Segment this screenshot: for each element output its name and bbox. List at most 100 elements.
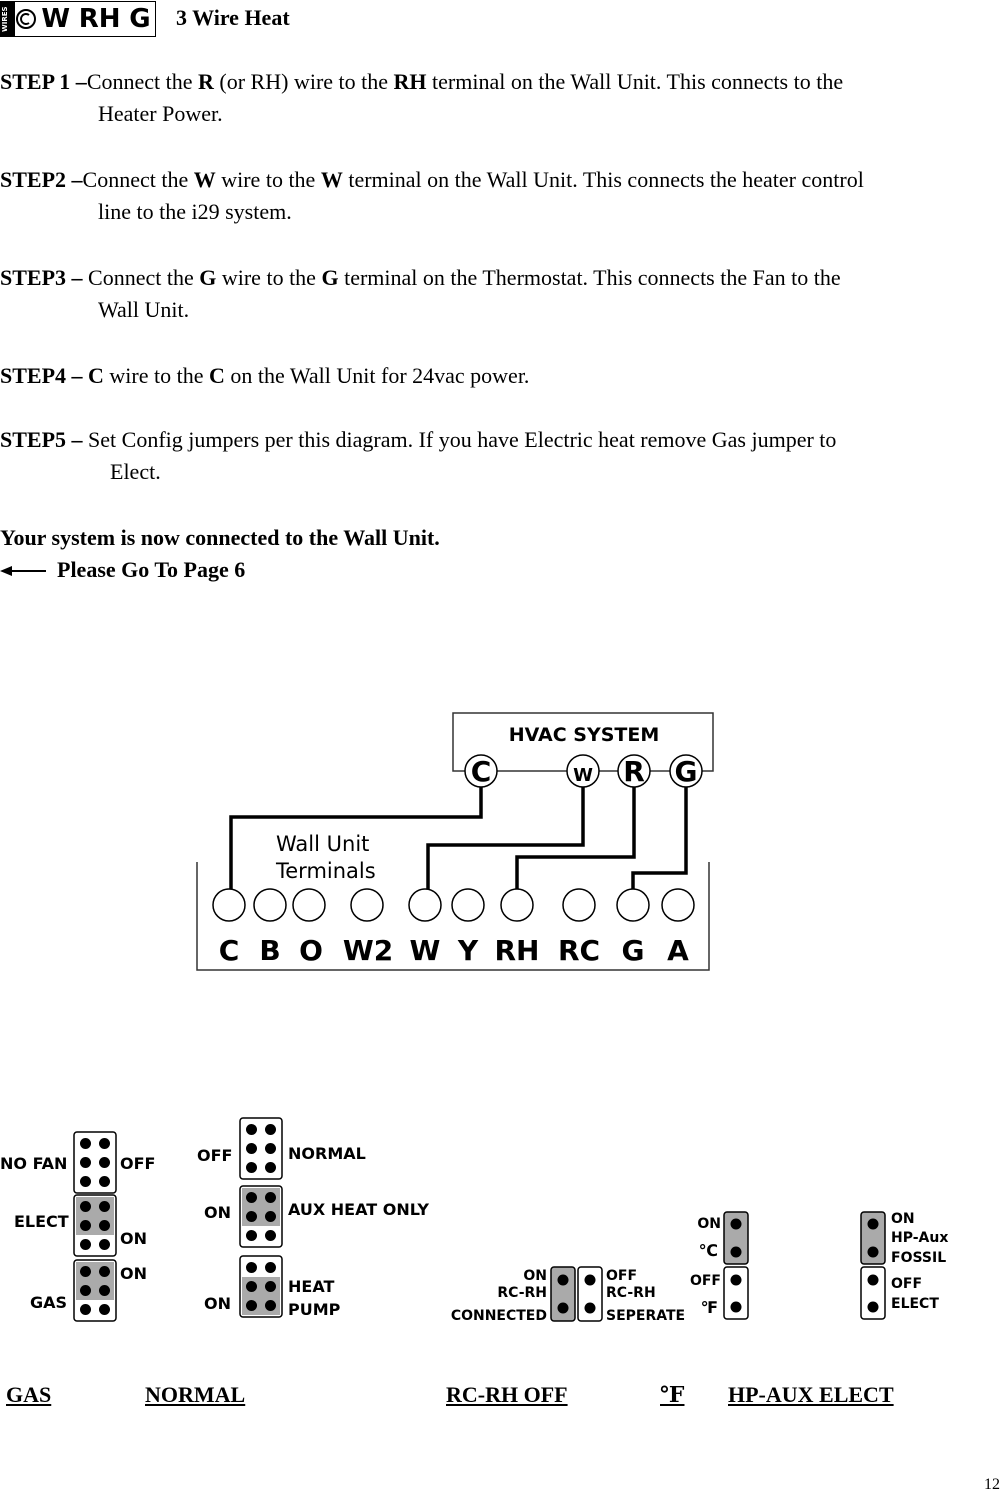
- step-text: on the Wall Unit for 24vac power.: [224, 363, 530, 388]
- jumper-pin: [246, 1211, 257, 1222]
- hvac-terminal-label: R: [623, 755, 645, 788]
- step-continuation: Heater Power.: [98, 101, 223, 126]
- page-number: 12: [984, 1476, 1000, 1493]
- jumper-label: OFF: [120, 1154, 155, 1173]
- step-label: STEP5 –: [0, 427, 83, 452]
- jumper-label: OFF: [197, 1146, 232, 1165]
- jumper-label: NO FAN: [0, 1154, 67, 1173]
- step-text: (or RH) wire to the: [213, 69, 394, 94]
- step-1: STEP 1 –Connect the R (or RH) wire to th…: [0, 66, 1004, 130]
- step-text: C: [209, 363, 225, 388]
- wall-terminal-label: Y: [457, 934, 479, 967]
- step-text: wire to the: [215, 167, 321, 192]
- wire-c: [229, 787, 483, 889]
- jumper-label: HEAT: [288, 1277, 334, 1296]
- jumper-pin: [557, 1302, 569, 1314]
- jumper-pin: [730, 1274, 742, 1286]
- jumper-label: ON: [523, 1268, 547, 1284]
- wall-terminal-circle: [212, 888, 246, 922]
- jumper-pin: [80, 1285, 91, 1296]
- wall-terminal-circle: [292, 888, 326, 922]
- jumper-pin: [246, 1162, 257, 1173]
- hvac-title: HVAC SYSTEM: [509, 724, 660, 746]
- jumper-pin: [80, 1304, 91, 1315]
- jumper-pin: [246, 1143, 257, 1154]
- jumper-pin: [246, 1192, 257, 1203]
- logo-letter-g: G: [129, 4, 151, 34]
- jumper-pin: [80, 1239, 91, 1250]
- step-text: terminal on the Wall Unit. This connects…: [342, 167, 864, 192]
- jumper-label: GAS: [30, 1293, 67, 1312]
- step-label: STEP4 –: [0, 363, 83, 388]
- goto-page-link[interactable]: Please Go To Page 6: [57, 557, 246, 582]
- jumper-pin: [80, 1220, 91, 1231]
- jumper-pin: [265, 1300, 276, 1311]
- wall-terminal-circle: [451, 888, 485, 922]
- jumper-label: OFF: [690, 1273, 721, 1289]
- step-text: wire to the: [216, 265, 322, 290]
- setting-gas: GAS: [6, 1382, 52, 1407]
- step-text: W: [193, 167, 216, 192]
- step-continuation: Elect.: [110, 459, 161, 484]
- wall-terminal-circle: [500, 888, 534, 922]
- setting-fahrenheit: ℉: [660, 1382, 685, 1407]
- wall-terminal-label: RC: [558, 934, 600, 967]
- hvac-terminal-label: C: [471, 755, 492, 788]
- wall-terminal-circle: [350, 888, 384, 922]
- wire-r: [515, 787, 636, 889]
- logo-letter-rh: RH: [78, 4, 121, 34]
- back-arrow-icon: [0, 564, 46, 578]
- jumper-cap: [723, 1211, 749, 1265]
- jumper-label: PUMP: [288, 1300, 341, 1319]
- jumper-label: RC-RH: [606, 1285, 656, 1301]
- jumper-pin: [99, 1138, 110, 1149]
- jumper-pin: [246, 1300, 257, 1311]
- setting-normal: NORMAL: [145, 1382, 246, 1407]
- wall-terminal-circle: [661, 888, 695, 922]
- step-text: RH: [393, 69, 427, 94]
- jumper-pin: [557, 1274, 569, 1286]
- jumper-pin: [246, 1124, 257, 1135]
- jumper-pin: [99, 1239, 110, 1250]
- jumper-label: ON: [120, 1264, 147, 1283]
- wall-unit-box: [196, 862, 710, 971]
- jumper-pin: [246, 1230, 257, 1241]
- step-text: Connect the: [82, 167, 194, 192]
- jumper-pin: [246, 1281, 257, 1292]
- jumper-pin: [730, 1301, 742, 1313]
- jumper-label: ℉: [701, 1298, 718, 1317]
- jumper-label: ELECT: [14, 1212, 69, 1231]
- jumper-pin: [584, 1274, 596, 1286]
- jumper-pin: [99, 1157, 110, 1168]
- jumper-pin: [867, 1246, 879, 1258]
- wall-terminal-label: O: [299, 934, 323, 967]
- step-5: STEP5 – Set Config jumpers per this diag…: [0, 424, 1004, 488]
- wall-terminal-label: W: [410, 934, 441, 967]
- wall-terminal-circle: [616, 888, 650, 922]
- wall-terminal-label: A: [667, 934, 689, 967]
- step-continuation: Wall Unit.: [98, 297, 190, 322]
- step-3: STEP3 – Connect the G wire to the G term…: [0, 262, 1004, 326]
- jumper-pin: [80, 1138, 91, 1149]
- jumper-label: ON: [120, 1229, 147, 1248]
- step-text: Connect the: [86, 69, 199, 94]
- setting-rcrh-off: RC-RH OFF: [446, 1382, 568, 1407]
- jumper-pin: [99, 1220, 110, 1231]
- jumper-pin: [80, 1201, 91, 1212]
- wall-terminal-label: RH: [495, 934, 540, 967]
- jumper-header: [577, 1266, 603, 1322]
- copyright-circle-icon: [16, 9, 36, 29]
- wall-terminal-circle: [253, 888, 287, 922]
- jumper-pin: [99, 1285, 110, 1296]
- hvac-terminal-label: W: [573, 765, 593, 786]
- step-label: STEP3 –: [0, 265, 83, 290]
- step-2: STEP2 –Connect the W wire to the W termi…: [0, 164, 1004, 228]
- jumper-label: SEPERATE: [606, 1308, 685, 1324]
- jumper-label: NORMAL: [288, 1144, 366, 1163]
- jumper-pin: [80, 1157, 91, 1168]
- logo-letter-w: W: [41, 4, 71, 34]
- jumper-pin: [730, 1246, 742, 1258]
- step-4: STEP4 – C wire to the C on the Wall Unit…: [0, 360, 1004, 392]
